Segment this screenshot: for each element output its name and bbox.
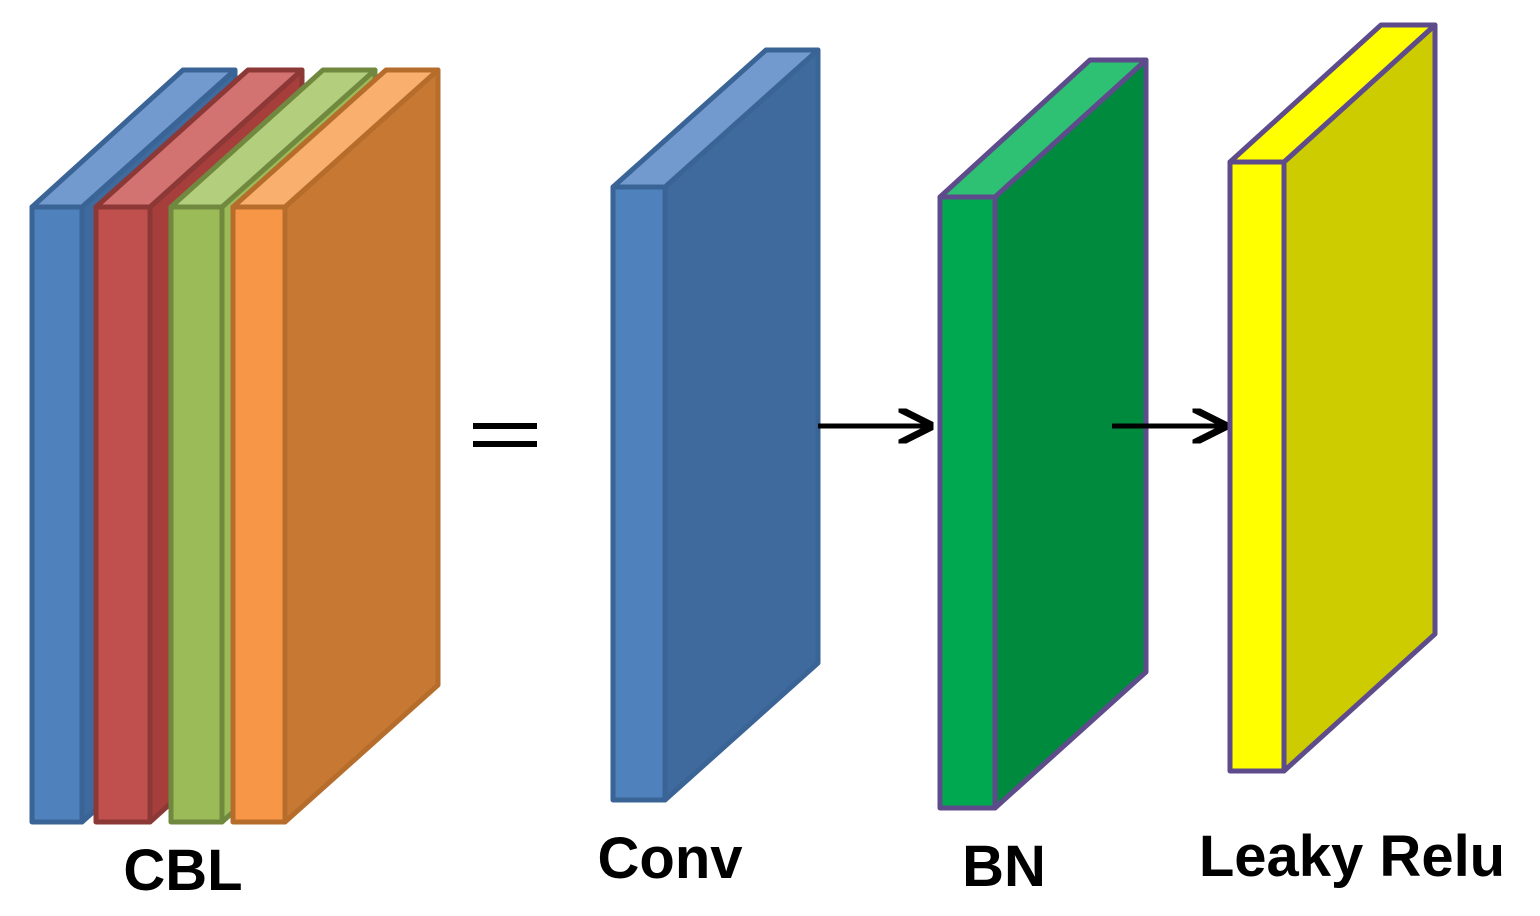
conv-block	[610, 47, 821, 803]
equals-sign	[473, 423, 537, 447]
leaky-relu-label: Leaky Relu	[1199, 824, 1505, 889]
leaky-relu-block	[1227, 22, 1438, 774]
conv-label: Conv	[598, 826, 743, 891]
bn-block	[937, 57, 1149, 811]
bn-label: BN	[962, 834, 1046, 899]
cbl-orange-layer	[230, 67, 441, 825]
cbl-label: CBL	[123, 838, 242, 903]
cbl-stack	[29, 67, 441, 825]
